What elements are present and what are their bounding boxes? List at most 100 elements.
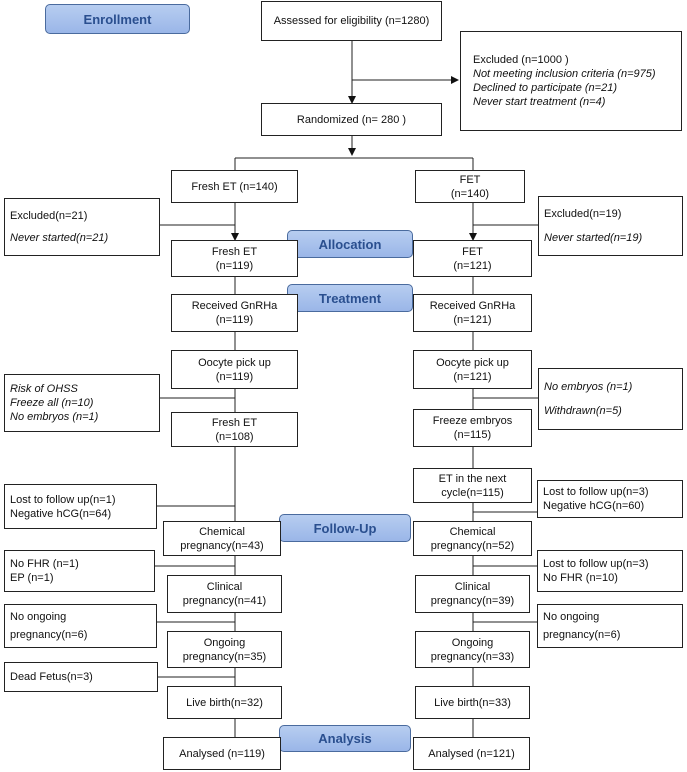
fresh-loss-item: No ongoing (10, 611, 67, 623)
fresh-allocation-line: Fresh ET (211, 245, 258, 258)
top-excluded-title: Excluded (n=1000 ) (473, 54, 569, 66)
fet-allocation-line: (n=121) (453, 259, 492, 272)
fet-freeze-line: Freeze embryos (432, 415, 513, 427)
fresh-allocation-line: (n=119) (215, 259, 254, 272)
fresh-excluded-title: Excluded(n=21) (10, 209, 88, 222)
fet-live-birth-text: Live birth(n=33) (434, 696, 511, 709)
fresh-loss-item: Negative hCG(n=64) (10, 507, 112, 520)
randomized-text: Randomized (n= 280 ) (296, 113, 407, 126)
fet-chemical-box: Chemical pregnancy(n=52) (413, 521, 532, 556)
fresh-live-birth-box: Live birth(n=32) (167, 686, 282, 719)
fresh-gnrha-line: (n=119) (215, 314, 254, 326)
top-excluded-box: Excluded (n=1000 ) Not meeting inclusion… (460, 31, 682, 131)
fet-analysed-box: Analysed (n=121) (413, 737, 530, 770)
fet-loss-embryos-box: No embryos (n=1) Withdrawn(n=5) (538, 368, 683, 430)
fet-live-birth-box: Live birth(n=33) (415, 686, 530, 719)
fresh-et-box: Fresh ET (n=108) (171, 412, 298, 447)
fet-allocation-line: FET (462, 245, 483, 258)
fresh-chemical-line: Chemical (199, 525, 245, 538)
fresh-opu-box: Oocyte pick up (n=119) (171, 350, 298, 389)
fet-excluded-box: Excluded(n=19) Never started(n=19) (538, 196, 683, 256)
fresh-loss-dead-box: Dead Fetus(n=3) (4, 662, 158, 692)
fresh-loss-item: No embryos (n=1) (10, 411, 99, 423)
fet-ongoing-line: pregnancy(n=33) (430, 650, 515, 663)
fresh-loss-hcg-box: Lost to follow up(n=1) Negative hCG(n=64… (4, 484, 157, 529)
fresh-loss-item: EP (n=1) (10, 572, 54, 584)
fresh-loss-item: Freeze all (n=10) (10, 397, 94, 409)
fresh-loss-item: Dead Fetus(n=3) (10, 671, 93, 683)
fresh-clinical-line: Clinical (206, 581, 243, 593)
fresh-ongoing-box: Ongoing pregnancy(n=35) (167, 631, 282, 668)
fresh-allocation-box: Fresh ET (n=119) (171, 240, 298, 277)
fet-opu-line: Oocyte pick up (436, 356, 509, 369)
fet-loss-fhr-box: Lost to follow up(n=3) No FHR (n=10) (537, 550, 683, 592)
fresh-loss-item: pregnancy(n=6) (10, 629, 88, 641)
randomized-box: Randomized (n= 280 ) (261, 103, 442, 136)
fet-freeze-box: Freeze embryos (n=115) (413, 409, 532, 447)
fresh-loss-fhr-box: No FHR (n=1) EP (n=1) (4, 550, 155, 592)
fresh-loss-ohss-box: Risk of OHSS Freeze all (n=10) No embryo… (4, 374, 160, 432)
fet-opu-box: Oocyte pick up (n=121) (413, 350, 532, 389)
assessed-text: Assessed for eligibility (n=1280) (273, 15, 430, 27)
fresh-ongoing-line: pregnancy(n=35) (182, 650, 267, 663)
fresh-loss-item: Lost to follow up(n=1) (10, 493, 116, 506)
fresh-gnrha-line: Received GnRHa (191, 300, 278, 312)
stage-enrollment: Enrollment (45, 4, 190, 34)
fresh-ongoing-line: Ongoing (203, 636, 246, 649)
fresh-loss-ongoing-box: No ongoing pregnancy(n=6) (4, 604, 157, 648)
fet-chemical-line: pregnancy(n=52) (430, 539, 515, 552)
fet-loss-item: Lost to follow up(n=3) (543, 558, 649, 570)
fet-loss-item: No ongoing (543, 611, 600, 623)
fresh-et-line: (n=108) (215, 430, 254, 443)
fresh-chemical-line: pregnancy(n=43) (180, 539, 264, 552)
fet-allocation-box: FET (n=121) (413, 240, 532, 277)
fet-clinical-box: Clinical pregnancy(n=39) (415, 575, 530, 613)
fresh-chemical-box: Chemical pregnancy(n=43) (163, 521, 281, 556)
stage-treatment: Treatment (287, 284, 413, 312)
fet-excluded-reason: Never started(n=19) (544, 231, 643, 244)
fet-loss-item: Withdrawn(n=5) (544, 405, 622, 417)
fet-opu-line: (n=121) (453, 370, 492, 383)
fet-ongoing-line: Ongoing (451, 636, 494, 649)
fet-clinical-line: pregnancy(n=39) (430, 595, 515, 607)
fet-et-line: cycle(n=115) (441, 486, 504, 499)
assessed-box: Assessed for eligibility (n=1280) (261, 1, 442, 41)
fresh-live-birth-text: Live birth(n=32) (186, 696, 263, 709)
stage-follow-up: Follow-Up (279, 514, 411, 542)
stage-analysis: Analysis (279, 725, 411, 752)
top-excluded-item: Never start treatment (n=4) (473, 96, 606, 108)
fet-chemical-line: Chemical (449, 525, 496, 538)
fet-excluded-title: Excluded(n=19) (544, 208, 622, 221)
fet-loss-ongoing-box: No ongoing pregnancy(n=6) (537, 604, 683, 648)
fet-loss-item: No embryos (n=1) (544, 381, 633, 393)
top-excluded-item: Not meeting inclusion criteria (n=975) (473, 68, 656, 80)
fet-analysed-text: Analysed (n=121) (428, 747, 515, 760)
fresh-loss-item: Risk of OHSS (10, 383, 78, 395)
fresh-opu-line: (n=119) (215, 370, 254, 383)
fet-loss-item: No FHR (n=10) (543, 572, 618, 584)
fresh-gnrha-box: Received GnRHa (n=119) (171, 294, 298, 332)
fet-loss-item: Negative hCG(n=60) (543, 500, 645, 512)
fet-group-box: FET (n=140) (415, 170, 525, 203)
fet-gnrha-box: Received GnRHa (n=121) (413, 294, 532, 332)
fresh-et-line: Fresh ET (211, 416, 258, 429)
fet-group-line: (n=140) (450, 187, 490, 200)
fresh-analysed-text: Analysed (n=119) (179, 747, 265, 760)
fresh-excluded-reason: Never started(n=21) (10, 232, 109, 245)
fet-loss-hcg-box: Lost to follow up(n=3) Negative hCG(n=60… (537, 480, 683, 518)
top-excluded-item: Declined to participate (n=21) (473, 82, 617, 94)
fresh-clinical-line: pregnancy(n=41) (182, 595, 267, 607)
fet-clinical-line: Clinical (454, 581, 491, 593)
fresh-group-text: Fresh ET (n=140) (191, 180, 278, 193)
fet-loss-item: Lost to follow up(n=3) (543, 486, 649, 498)
fresh-analysed-box: Analysed (n=119) (163, 737, 281, 770)
fresh-opu-line: Oocyte pick up (198, 356, 271, 369)
fet-freeze-line: (n=115) (453, 429, 492, 441)
fresh-excluded-box: Excluded(n=21) Never started(n=21) (4, 198, 160, 256)
fet-ongoing-box: Ongoing pregnancy(n=33) (415, 631, 530, 668)
fet-loss-item: pregnancy(n=6) (543, 629, 621, 641)
fet-gnrha-line: (n=121) (453, 314, 492, 326)
fet-group-line: FET (459, 173, 481, 186)
